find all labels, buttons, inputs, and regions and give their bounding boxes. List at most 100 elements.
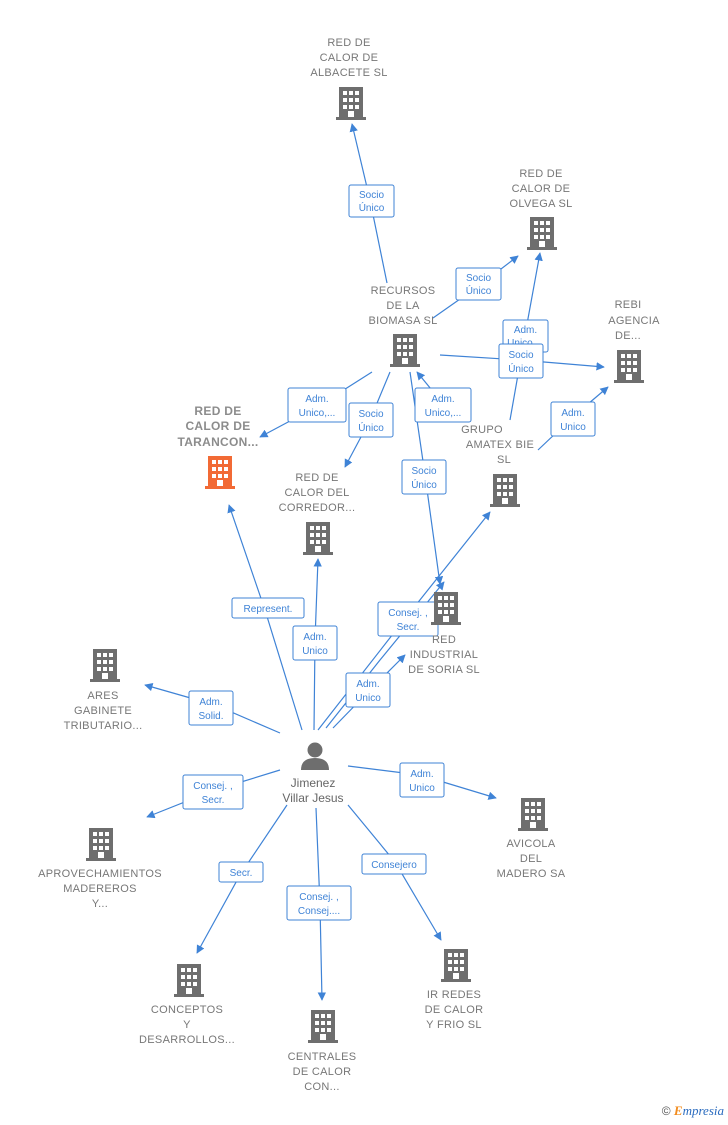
building-icon xyxy=(205,456,235,489)
svg-text:Consej. ,: Consej. , xyxy=(299,892,338,903)
company-ares[interactable]: ARES GABINETE TRIBUTARIO... xyxy=(64,649,143,732)
svg-text:Adm.: Adm. xyxy=(199,697,222,708)
company-ir-redes[interactable]: IR REDES DE CALOR Y FRIO SL xyxy=(425,949,484,1031)
person-name-line-2: Villar Jesus xyxy=(282,791,343,805)
svg-text:Solid.: Solid. xyxy=(198,711,223,722)
svg-text:Socio: Socio xyxy=(411,466,436,477)
svg-text:RED DE: RED DE xyxy=(327,37,370,49)
building-icon xyxy=(308,1010,338,1043)
svg-text:Único: Único xyxy=(466,284,492,297)
edge-label-soria-consej[interactable]: Consej. , Secr. xyxy=(377,601,439,637)
company-avicola[interactable]: AVICOLA DEL MADERO SA xyxy=(497,798,566,880)
svg-text:Consejero: Consejero xyxy=(371,860,417,871)
svg-text:AGENCIA: AGENCIA xyxy=(608,315,660,327)
edge-label-albacete[interactable]: Socio Único xyxy=(348,184,395,218)
svg-text:Represent.: Represent. xyxy=(244,604,293,615)
company-conceptos[interactable]: CONCEPTOS Y DESARROLLOS... xyxy=(139,964,235,1046)
footer-brand: © Empresia xyxy=(662,1103,724,1119)
svg-text:AVICOLA: AVICOLA xyxy=(507,838,556,850)
edge-label-ir[interactable]: Consejero xyxy=(361,853,427,875)
company-grupo-amatex[interactable]: GRUPO AMATEX BIE SL xyxy=(461,424,534,507)
svg-text:MADEREROS: MADEREROS xyxy=(63,883,137,895)
person-icon xyxy=(301,742,329,770)
svg-text:DE CALOR: DE CALOR xyxy=(425,1004,484,1016)
edge-label-tarancon-rep[interactable]: Represent. xyxy=(231,597,305,619)
svg-text:TARANCON...: TARANCON... xyxy=(177,435,258,449)
svg-text:Consej. ,: Consej. , xyxy=(388,608,427,619)
svg-text:CENTRALES: CENTRALES xyxy=(288,1051,357,1063)
empresia-logo[interactable]: Empresia xyxy=(673,1103,724,1118)
svg-text:RED DE: RED DE xyxy=(194,404,241,418)
svg-text:REBI: REBI xyxy=(615,299,642,311)
edge-label-corredor-socio[interactable]: Socio Único xyxy=(348,402,394,438)
svg-text:RED DE: RED DE xyxy=(519,168,562,180)
svg-text:DE...: DE... xyxy=(615,330,641,342)
svg-text:Consej....: Consej.... xyxy=(298,906,340,917)
building-icon xyxy=(390,334,420,367)
company-centrales[interactable]: CENTRALES DE CALOR CON... xyxy=(288,1010,357,1093)
edge-label-olvega-socio[interactable]: Socio Único xyxy=(455,267,502,301)
edge-label-avicola[interactable]: Adm. Unico xyxy=(399,762,445,798)
company-rebi[interactable]: REBI AGENCIA DE... xyxy=(608,299,660,383)
svg-text:Secr.: Secr. xyxy=(397,622,420,633)
svg-text:MADERO SA: MADERO SA xyxy=(497,868,566,880)
company-red-tarancon[interactable]: RED DE CALOR DE TARANCON... xyxy=(177,404,258,489)
svg-text:RED DE: RED DE xyxy=(295,472,338,484)
svg-text:SL: SL xyxy=(497,454,511,466)
edge-label-corredor-adm[interactable]: Adm. Unico xyxy=(292,625,338,661)
svg-text:CALOR DEL: CALOR DEL xyxy=(284,487,349,499)
svg-text:ALBACETE SL: ALBACETE SL xyxy=(310,67,387,79)
svg-text:IR REDES: IR REDES xyxy=(427,989,481,1001)
building-icon xyxy=(614,350,644,383)
svg-text:DE CALOR: DE CALOR xyxy=(293,1066,352,1078)
svg-text:ARES: ARES xyxy=(87,690,118,702)
edge-label-soria-socio[interactable]: Socio Único xyxy=(401,459,447,495)
svg-text:Y FRIO SL: Y FRIO SL xyxy=(426,1019,482,1031)
edge-label-centrales[interactable]: Consej. , Consej.... xyxy=(286,885,352,921)
svg-text:CONCEPTOS: CONCEPTOS xyxy=(151,1004,223,1016)
svg-text:Único: Único xyxy=(358,421,384,434)
svg-text:Adm.: Adm. xyxy=(303,632,326,643)
building-icon xyxy=(174,964,204,997)
person-name-line-1: Jimenez xyxy=(291,776,336,790)
building-icon xyxy=(336,87,366,120)
company-red-albacete[interactable]: RED DE CALOR DE ALBACETE SL xyxy=(310,37,387,120)
person-node[interactable]: Jimenez Villar Jesus xyxy=(282,742,344,806)
svg-text:Socio: Socio xyxy=(508,350,533,361)
svg-text:Consej. ,: Consej. , xyxy=(193,781,232,792)
edge-label-ares[interactable]: Adm. Solid. xyxy=(188,690,234,726)
company-nodes: RED DE CALOR DE ALBACETE SL RED DE CALOR… xyxy=(38,37,660,1093)
edge-label-amatex-adm2[interactable]: Adm. Unico xyxy=(345,672,391,708)
svg-text:Unico: Unico xyxy=(302,646,328,657)
edge-label-aprovech[interactable]: Consej. , Secr. xyxy=(182,774,244,810)
edge-label-tarancon-adm[interactable]: Adm. Unico,... xyxy=(287,387,347,423)
svg-text:DESARROLLOS...: DESARROLLOS... xyxy=(139,1034,235,1046)
svg-text:CON...: CON... xyxy=(304,1081,339,1093)
svg-text:Unico,...: Unico,... xyxy=(299,408,336,419)
edge-label-conceptos[interactable]: Secr. xyxy=(218,861,264,883)
svg-text:BIOMASA SL: BIOMASA SL xyxy=(368,315,437,327)
svg-text:Adm.: Adm. xyxy=(561,408,584,419)
company-aprovechamientos[interactable]: APROVECHAMIENTOS MADEREROS Y... xyxy=(38,828,162,910)
edge-label-rebi-socio[interactable]: Socio Único xyxy=(498,343,544,379)
svg-text:DE LA: DE LA xyxy=(386,300,420,312)
svg-text:Único: Único xyxy=(508,362,534,375)
svg-text:Socio: Socio xyxy=(358,409,383,420)
svg-text:Único: Único xyxy=(359,201,385,214)
edge-label-amatex-adm[interactable]: Adm. Unico,... xyxy=(414,387,472,423)
svg-text:Y: Y xyxy=(183,1019,191,1031)
building-icon xyxy=(90,649,120,682)
company-red-olvega[interactable]: RED DE CALOR DE OLVEGA SL xyxy=(509,168,572,250)
building-icon xyxy=(518,798,548,831)
company-red-corredor[interactable]: RED DE CALOR DEL CORREDOR... xyxy=(279,472,356,555)
svg-text:CALOR DE: CALOR DE xyxy=(512,183,571,195)
building-icon xyxy=(490,474,520,507)
company-red-soria[interactable]: RED INDUSTRIAL DE SORIA SL xyxy=(408,592,480,676)
svg-text:Adm.: Adm. xyxy=(410,769,433,780)
building-icon xyxy=(527,217,557,250)
svg-text:OLVEGA SL: OLVEGA SL xyxy=(509,198,572,210)
edge-labels: Socio Único Socio Único Adm. Unico,... S… xyxy=(182,184,596,921)
company-recursos[interactable]: RECURSOS DE LA BIOMASA SL xyxy=(368,285,437,367)
edge-label-rebi-adm[interactable]: Adm. Unico xyxy=(550,401,596,437)
